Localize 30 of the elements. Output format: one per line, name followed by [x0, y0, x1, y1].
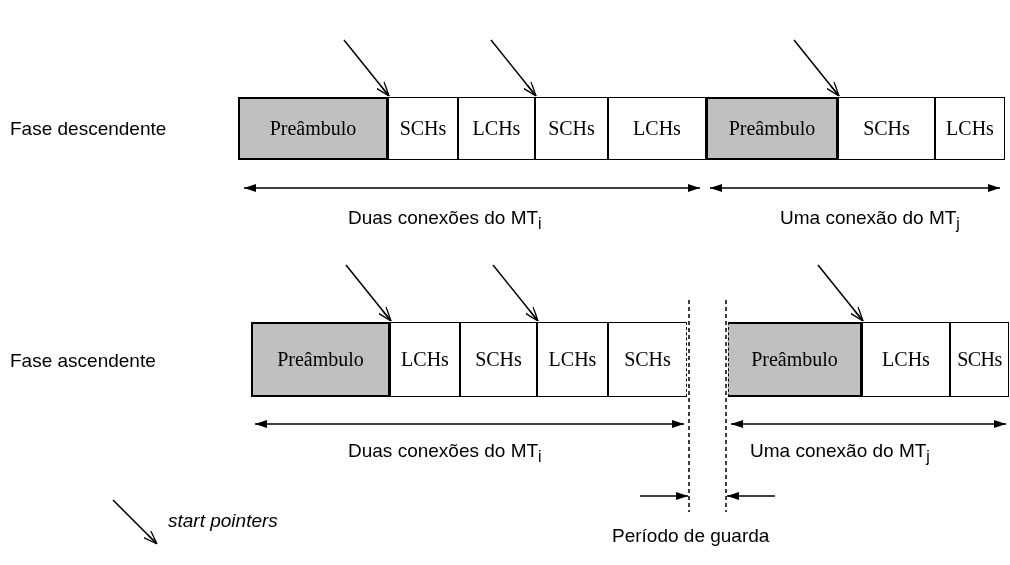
pointer-arrow — [793, 39, 840, 97]
preamble-cell: Preâmbulo — [728, 322, 862, 397]
channel-cell: SCHs — [388, 97, 458, 160]
preamble-cell: Preâmbulo — [706, 97, 838, 160]
preamble-cell: Preâmbulo — [251, 322, 390, 397]
channel-cell: LCHs — [390, 322, 460, 397]
pointer-arrow — [817, 264, 864, 322]
guard-period-label: Período de guarda — [612, 525, 770, 547]
pointer-arrow — [492, 264, 539, 322]
dimension-label: Duas conexões do MT$_{i}$ — [348, 207, 542, 233]
dimension-label: Uma conexão do MT$_{j}$ — [780, 207, 960, 233]
row-label: Fase ascendente — [10, 350, 156, 372]
pointer-arrow — [490, 39, 537, 97]
channel-cell: LCHs — [537, 322, 608, 397]
legend-text: start pointers — [168, 510, 278, 532]
channel-cell: SCHs — [838, 97, 935, 160]
channel-cell: SCHs — [950, 322, 1009, 397]
row-label: Fase descendente — [10, 118, 167, 140]
dimension-label: Duas conexões do MT$_{i}$ — [348, 440, 542, 466]
pointer-arrow — [345, 264, 392, 322]
channel-cell: LCHs — [458, 97, 535, 160]
channel-cell: LCHs — [608, 97, 706, 160]
channel-cell: LCHs — [935, 97, 1005, 160]
channel-cell: LCHs — [862, 322, 950, 397]
channel-cell: SCHs — [608, 322, 687, 397]
channel-cell: SCHs — [460, 322, 537, 397]
pointer-arrow — [343, 39, 390, 97]
dimension-label: Uma conexão do MT$_{j}$ — [750, 440, 930, 466]
preamble-cell: Preâmbulo — [238, 97, 388, 160]
channel-cell: SCHs — [535, 97, 608, 160]
